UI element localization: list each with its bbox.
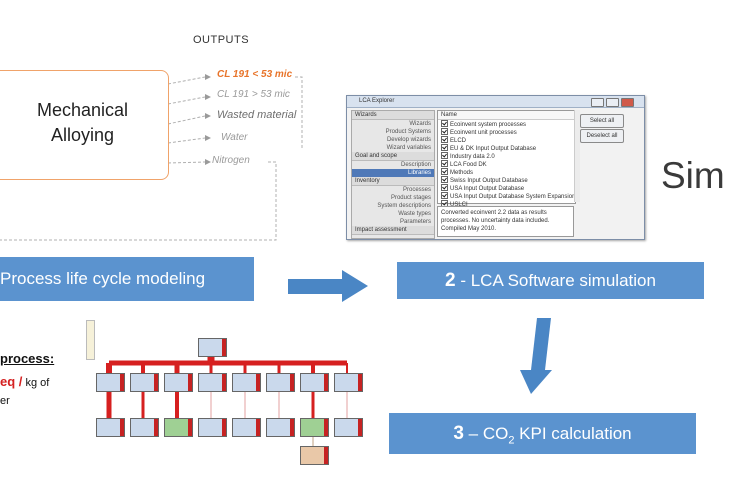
checkbox-icon (441, 120, 448, 127)
window-title: LCA Explorer (359, 98, 395, 104)
tree-node (96, 418, 125, 437)
step2-lca-simulation: 2 - LCA Software simulation (397, 262, 704, 299)
list-item[interactable]: Industry data 2.0 (438, 152, 575, 160)
tree-node (266, 373, 295, 392)
library-list: Name Ecoinvent system processes Ecoinven… (437, 110, 576, 208)
list-scrollbar[interactable] (574, 110, 580, 202)
checkbox-icon (441, 176, 448, 183)
nav-section-header[interactable]: Impact assessment (352, 226, 434, 235)
explorer-nav: Wizards Wizards Product Systems Develop … (351, 110, 435, 239)
library-description: Converted ecoinvent 2.2 data as results … (437, 206, 574, 237)
tree-node (300, 446, 329, 465)
close-icon[interactable] (621, 98, 634, 107)
nav-item[interactable]: Parameters (399, 219, 431, 225)
nav-item[interactable]: Waste types (398, 211, 431, 217)
list-item[interactable]: LCA Food DK (438, 160, 575, 168)
output-label: Water (221, 132, 248, 143)
tree-node (198, 338, 227, 357)
step1-process-modeling: Process life cycle modeling (0, 257, 254, 301)
process-note-unit: eq / kg of (0, 374, 50, 389)
nav-item[interactable]: System descriptions (377, 203, 431, 209)
process-tree-diagram (106, 355, 348, 446)
checkbox-icon (441, 144, 448, 151)
list-item[interactable]: Swiss Input Output Database (438, 176, 575, 184)
output-label: Nitrogen (212, 155, 250, 166)
select-all-button[interactable]: Select all (580, 114, 624, 128)
list-item[interactable]: Ecoinvent unit processes (438, 128, 575, 136)
nav-item[interactable]: Processes (402, 187, 431, 193)
tree-node (300, 418, 329, 437)
tree-node (300, 373, 329, 392)
nav-item[interactable]: Product Systems (385, 129, 431, 135)
nav-item[interactable]: Develop wizards (386, 137, 431, 143)
nav-item-libraries[interactable]: Libraries (352, 169, 434, 177)
checkbox-icon (441, 160, 448, 167)
list-item[interactable]: Methods (438, 168, 575, 176)
checkbox-icon (441, 128, 448, 135)
list-item[interactable]: USA Input Output Database System Expansi… (438, 192, 575, 200)
nav-item[interactable]: Product stages (390, 195, 431, 201)
minimize-icon[interactable] (591, 98, 604, 107)
nav-item[interactable]: Wizard variables (386, 145, 431, 151)
tree-node (232, 418, 261, 437)
list-item[interactable]: USA Input Output Database (438, 184, 575, 192)
tree-node (164, 418, 193, 437)
process-note-title: process: (0, 351, 55, 366)
arrow-right (288, 270, 368, 302)
tree-node (96, 373, 125, 392)
checkbox-icon (441, 192, 448, 199)
tree-node (130, 373, 159, 392)
list-item[interactable]: ELCD (438, 136, 575, 144)
mechanical-alloying-box (0, 70, 169, 180)
checkbox-icon (441, 168, 448, 175)
tree-node (266, 418, 295, 437)
nav-section-header[interactable]: Inventory (352, 177, 434, 186)
window-titlebar: LCA Explorer (347, 96, 644, 108)
mechanical-alloying-label: Mechanical Alloying (36, 100, 129, 145)
list-item[interactable]: EU & DK Input Output Database (438, 144, 575, 152)
nav-section-header[interactable]: Goal and scope (352, 152, 434, 161)
deselect-all-button[interactable]: Deselect all (580, 129, 624, 143)
simapro-wordmark: Sim (661, 155, 725, 196)
tree-node (130, 418, 159, 437)
checkbox-icon (441, 152, 448, 159)
output-label: Wasted material (217, 109, 297, 121)
tree-node (334, 373, 363, 392)
nav-item[interactable]: Description (400, 162, 431, 168)
output-label: CL 191 < 53 mic (217, 69, 293, 80)
outputs-header: OUTPUTS (193, 34, 250, 46)
step3-co2-kpi: 3 – CO2 KPI calculation (389, 413, 696, 454)
checkbox-icon (441, 184, 448, 191)
tree-node (198, 373, 227, 392)
arrow-down (520, 318, 552, 394)
output-label: CL 191 > 53 mic (217, 89, 290, 100)
tree-node (334, 418, 363, 437)
list-column-header[interactable]: Name (438, 111, 575, 120)
lca-explorer-window: LCA Explorer Wizards Wizards Product Sys… (346, 95, 645, 240)
tree-node (232, 373, 261, 392)
list-item[interactable]: Ecoinvent system processes (438, 120, 575, 128)
tree-scale-bar (86, 320, 95, 360)
tree-node (164, 373, 193, 392)
maximize-icon[interactable] (606, 98, 619, 107)
checkbox-icon (441, 136, 448, 143)
tree-node (198, 418, 227, 437)
nav-item[interactable]: Wizards (409, 121, 431, 127)
process-tree-nodes (88, 318, 363, 478)
process-note-line: er (0, 395, 10, 407)
nav-section-header[interactable]: Wizards (352, 111, 434, 120)
